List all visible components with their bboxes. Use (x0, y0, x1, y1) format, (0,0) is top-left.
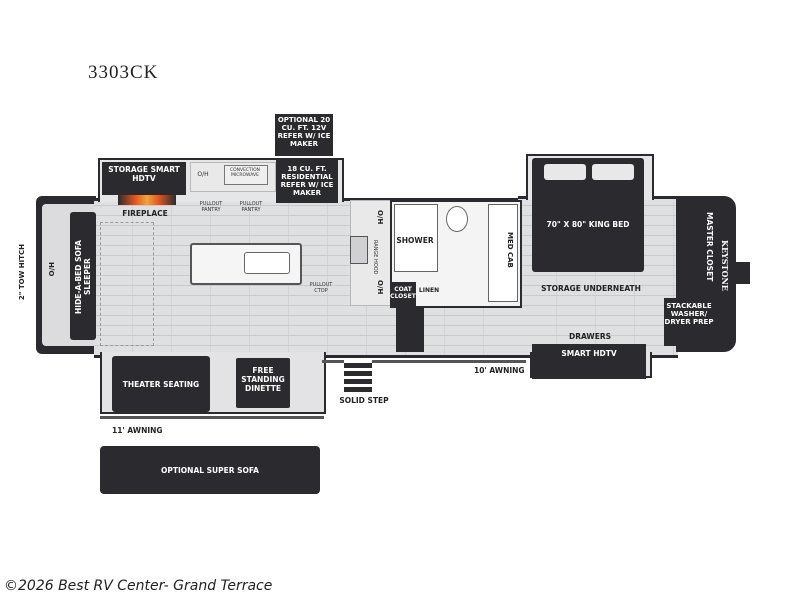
pillow-right (592, 164, 634, 180)
drawers-label: DRAWERS (568, 332, 612, 341)
solid-step (344, 360, 372, 392)
microwave-icon (224, 165, 268, 185)
pullout-pantry-1: PULLOUT PANTRY (199, 201, 223, 213)
keystone-logo: KEYSTONE (720, 240, 730, 291)
storage-hdtv-unit: STORAGE SMART HDTV (102, 162, 186, 195)
med-cab-label: MED CAB (506, 232, 514, 268)
kitchen-oh-bottom: O/H (376, 280, 384, 295)
master-closet-label: MASTER CLOSET (705, 212, 714, 282)
awning-11-line (100, 416, 324, 419)
washer-dryer: STACKABLE WASHER/ DRYER PREP (664, 298, 714, 346)
model-number: 3303CK (88, 62, 159, 83)
toilet-icon (446, 206, 468, 232)
awning-10-line (322, 360, 526, 363)
solid-step-label: SOLID STEP (339, 396, 389, 405)
shower (394, 204, 438, 272)
rug (100, 222, 154, 346)
master-closet: MASTER CLOSET (680, 206, 714, 288)
king-bed-label: 70" X 80" KING BED (546, 220, 630, 229)
sofa-sleeper (70, 212, 96, 340)
microwave-label: CONVECTION MICROWAVE (229, 168, 261, 178)
dinette-label: FREE STANDING DINETTE (241, 366, 285, 393)
dinette-table (236, 358, 290, 408)
range-icon (350, 236, 368, 264)
pullout-pantry-2: PULLOUT PANTRY (239, 201, 263, 213)
awning-10-label: 10' AWNING (474, 366, 525, 375)
optional-refer-label: OPTIONAL 20 CU. FT. 12V REFER W/ ICE MAK… (277, 116, 331, 148)
sofa-sleeper-label: HIDE-A-BED SOFA SLEEPER (74, 240, 92, 314)
storage-hdtv-label: STORAGE SMART HDTV (108, 165, 180, 183)
bedroom-steps (396, 306, 424, 352)
optional-refer-box: OPTIONAL 20 CU. FT. 12V REFER W/ ICE MAK… (275, 114, 333, 156)
dealer-watermark: ©2026 Best RV Center- Grand Terrace (4, 578, 273, 594)
range-hood-label: RANGE HOOD (372, 240, 378, 275)
kingpin (736, 262, 750, 284)
kitchen-oh-label: O/H (197, 171, 209, 178)
pillow-left (544, 164, 586, 180)
shower-label: SHOWER (396, 236, 434, 245)
kitchen-oh-top: O/H (376, 210, 384, 225)
theater-seating-label: THEATER SEATING (122, 380, 200, 389)
optional-super-sofa-label: OPTIONAL SUPER SOFA (161, 466, 259, 475)
smart-hdtv-label: SMART HDTV (561, 349, 617, 358)
smart-hdtv-unit: SMART HDTV (532, 344, 646, 379)
island-sink-icon (244, 252, 290, 274)
awning-11-label: 11' AWNING (112, 426, 163, 435)
vanity (488, 204, 518, 302)
coat-closet-label: COAT CLOSET (390, 286, 416, 300)
pullout-ctop: PULLOUT CTOP (309, 282, 333, 294)
tow-hitch-label: 2" TOW HITCH (18, 244, 26, 301)
washer-dryer-label: STACKABLE WASHER/ DRYER PREP (664, 302, 714, 326)
residential-refer: 18 CU. FT. RESIDENTIAL REFER W/ ICE MAKE… (276, 160, 338, 203)
linen-label: LINEN (418, 287, 440, 294)
residential-refer-label: 18 CU. FT. RESIDENTIAL REFER W/ ICE MAKE… (280, 165, 334, 197)
fireplace-flame-icon (118, 195, 176, 205)
front-oh-label: O/H (48, 262, 56, 277)
storage-underneath-label: STORAGE UNDERNEATH (541, 284, 641, 293)
optional-super-sofa (100, 446, 320, 494)
coat-closet: COAT CLOSET (390, 282, 416, 308)
fireplace-label: FIREPLACE (122, 209, 168, 218)
theater-seating (112, 356, 210, 412)
